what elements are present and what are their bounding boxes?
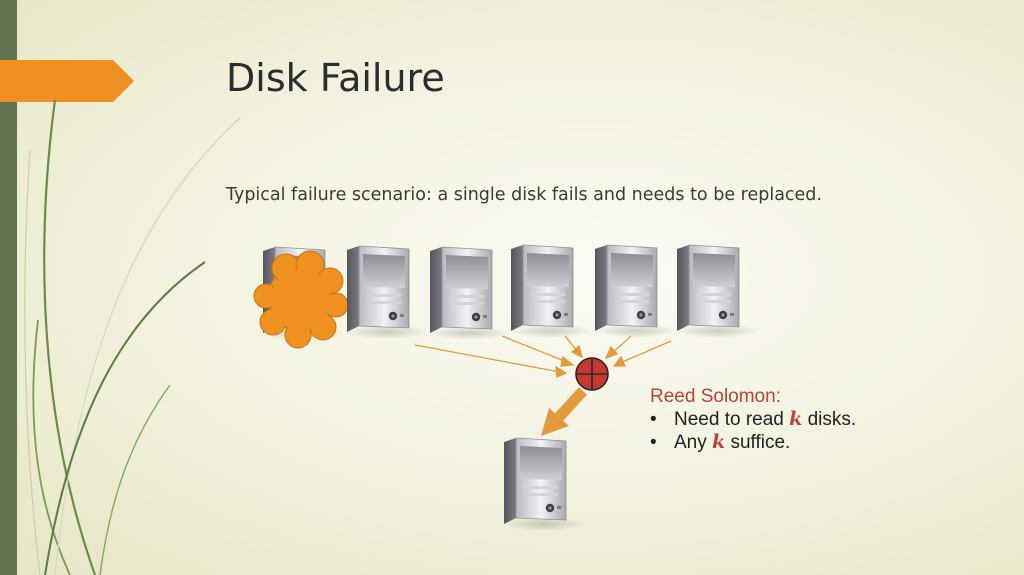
server-ok-2	[427, 246, 513, 341]
server-ok-3	[508, 244, 594, 339]
left-accent-bar	[0, 0, 17, 575]
slide-subtitle: Typical failure scenario: a single disk …	[226, 185, 822, 205]
read-arrows	[414, 335, 672, 378]
bullet-icon: •	[650, 409, 657, 430]
xor-combiner-icon	[575, 357, 609, 391]
bullet-icon: •	[650, 432, 657, 453]
bullet-read-k: •Need to read k disks.	[650, 408, 857, 430]
server-ok-4	[592, 244, 678, 339]
server-ok-5	[674, 244, 760, 339]
decorative-grass-lines	[24, 99, 241, 575]
server-failed	[253, 246, 349, 349]
title-accent-tab	[0, 60, 134, 102]
server-ok-1	[344, 245, 430, 340]
bullet-any-k: •Any k suffice.	[650, 431, 791, 453]
rebuild-arrow	[541, 387, 588, 436]
variable-k: k	[789, 408, 803, 430]
failure-cloud-icon	[253, 250, 349, 349]
slide-title: Disk Failure	[226, 56, 445, 100]
server-replacement	[501, 437, 587, 532]
reed-solomon-notes: Reed Solomon: •Need to read k disks. •An…	[650, 385, 856, 454]
reed-solomon-heading: Reed Solomon:	[650, 386, 781, 407]
variable-k: k	[712, 431, 726, 453]
